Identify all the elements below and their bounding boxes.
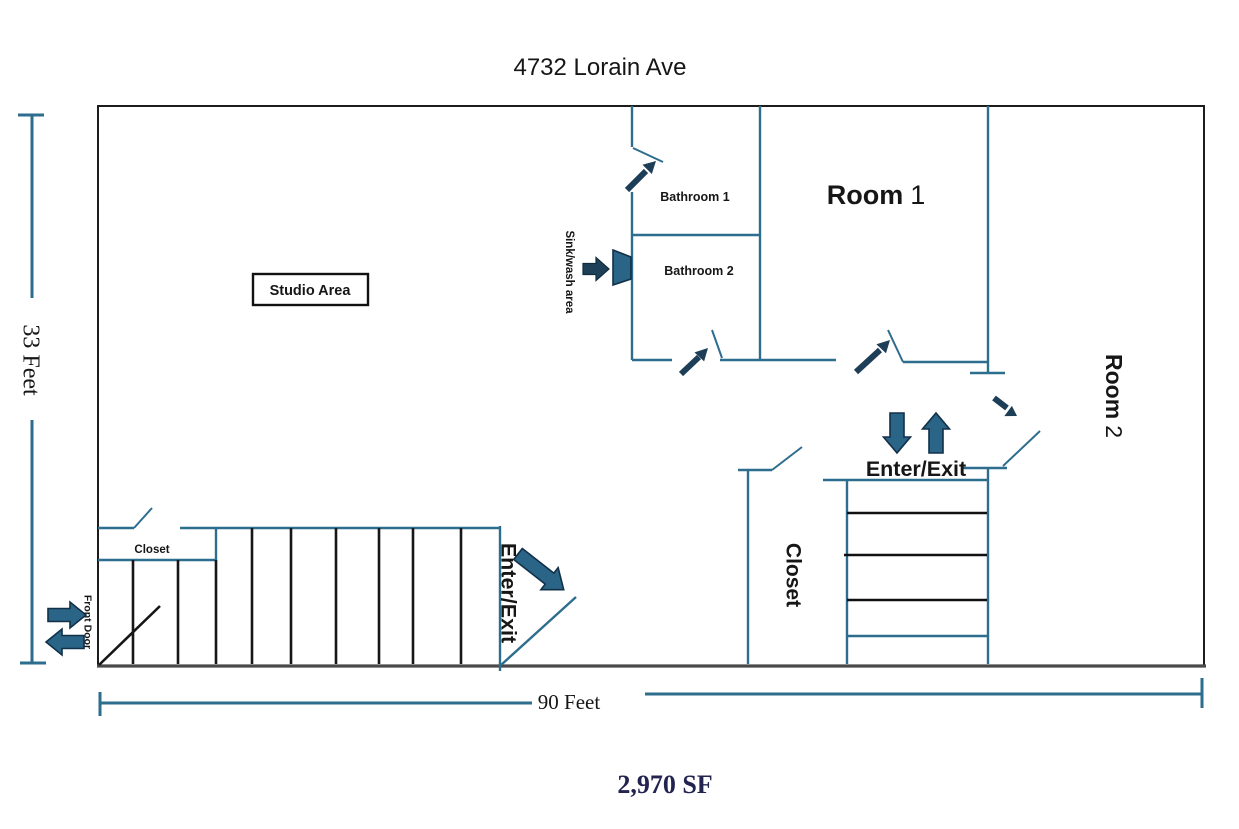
room2-label: Room2 — [1101, 354, 1127, 438]
arrow-enter-exit-left-icon — [512, 547, 565, 591]
height-dimension-line — [18, 113, 46, 665]
width-dimension-line — [98, 678, 1204, 716]
studio-area-box — [251, 272, 370, 307]
door-leaf-closet-right — [771, 446, 803, 471]
building-outline — [97, 105, 1206, 668]
area-label: 2,970 SF — [617, 770, 712, 799]
enter-exit-right-label: Enter/Exit — [866, 457, 966, 481]
closet-left-label: Closet — [134, 544, 169, 556]
enter-exit-left-label: Enter/Exit — [496, 543, 520, 643]
door-leaves — [133, 147, 1041, 529]
interior-walls — [98, 106, 1007, 671]
right-stairs-steps — [844, 511, 987, 602]
door-leaf-closet-left — [133, 507, 153, 529]
arrow-up-icon — [920, 411, 952, 454]
bathroom1-label: Bathroom 1 — [660, 190, 730, 204]
front-door-label: Front Door — [81, 595, 93, 649]
width-dimension-label: 90 Feet — [538, 690, 601, 714]
sink-wash-area-label: Sink/wash area — [563, 230, 575, 314]
page-title: 4732 Lorain Ave — [513, 54, 686, 81]
door-leaf-bathroom2 — [711, 329, 723, 359]
arrow-bathroom1-icon — [624, 161, 656, 193]
arrow-sink-icon — [582, 256, 610, 282]
arrow-front-door-out-icon — [44, 627, 85, 657]
door-leaf-bathroom1 — [632, 147, 664, 163]
studio-area-label: Studio Area — [270, 283, 352, 299]
arrow-down-icon — [881, 412, 913, 455]
arrow-room2-icon — [992, 395, 1017, 417]
left-stairs — [98, 528, 463, 666]
entry-arrows — [44, 411, 952, 657]
enter-exit-left-ramp — [500, 596, 577, 666]
arrow-room1-icon — [853, 340, 890, 375]
door-leaf-room1 — [887, 329, 904, 363]
arrow-front-door-in-icon — [47, 600, 88, 630]
sink-trapezoid-icon — [612, 248, 632, 287]
height-dimension-label: 33 Feet — [18, 324, 44, 396]
door-direction-arrows — [582, 161, 1017, 417]
bathroom2-label: Bathroom 2 — [664, 264, 734, 278]
stair-diagonal — [98, 605, 161, 666]
arrow-bathroom2-icon — [678, 348, 708, 377]
closet-right-label: Closet — [782, 543, 805, 607]
door-leaf-room2 — [1002, 430, 1041, 467]
